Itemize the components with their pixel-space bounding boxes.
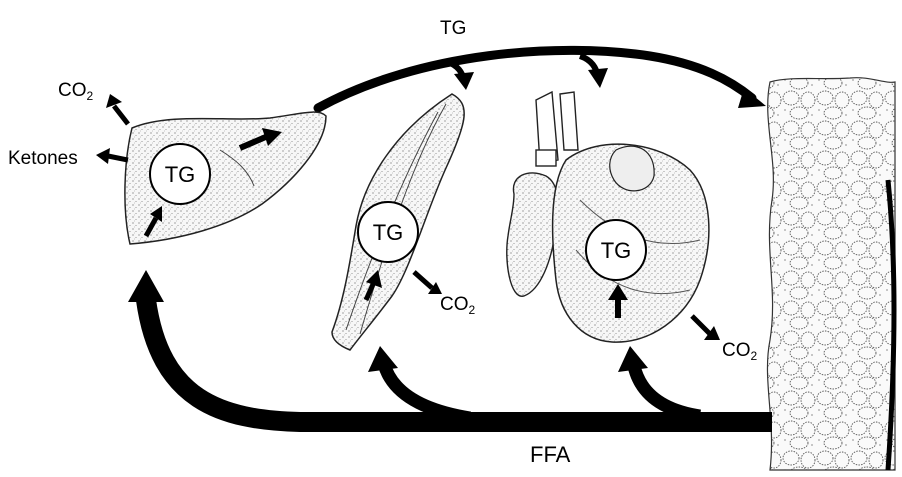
liver-co2-label: CO2 xyxy=(58,80,94,103)
adipose-tissue xyxy=(767,78,895,470)
heart: TG xyxy=(507,92,720,342)
liver: TG xyxy=(96,94,326,244)
liver-ketones-label: Ketones xyxy=(8,148,78,169)
ffa-flow-label: FFA xyxy=(530,442,571,467)
liver-tg-label: TG xyxy=(165,162,196,187)
muscle-tg-label: TG xyxy=(373,220,404,245)
heart-tg-label: TG xyxy=(601,238,632,263)
heart-co2-label: CO2 xyxy=(722,340,758,363)
muscle-co2-label: CO2 xyxy=(440,294,476,317)
tg-flow-label: TG xyxy=(440,18,466,39)
